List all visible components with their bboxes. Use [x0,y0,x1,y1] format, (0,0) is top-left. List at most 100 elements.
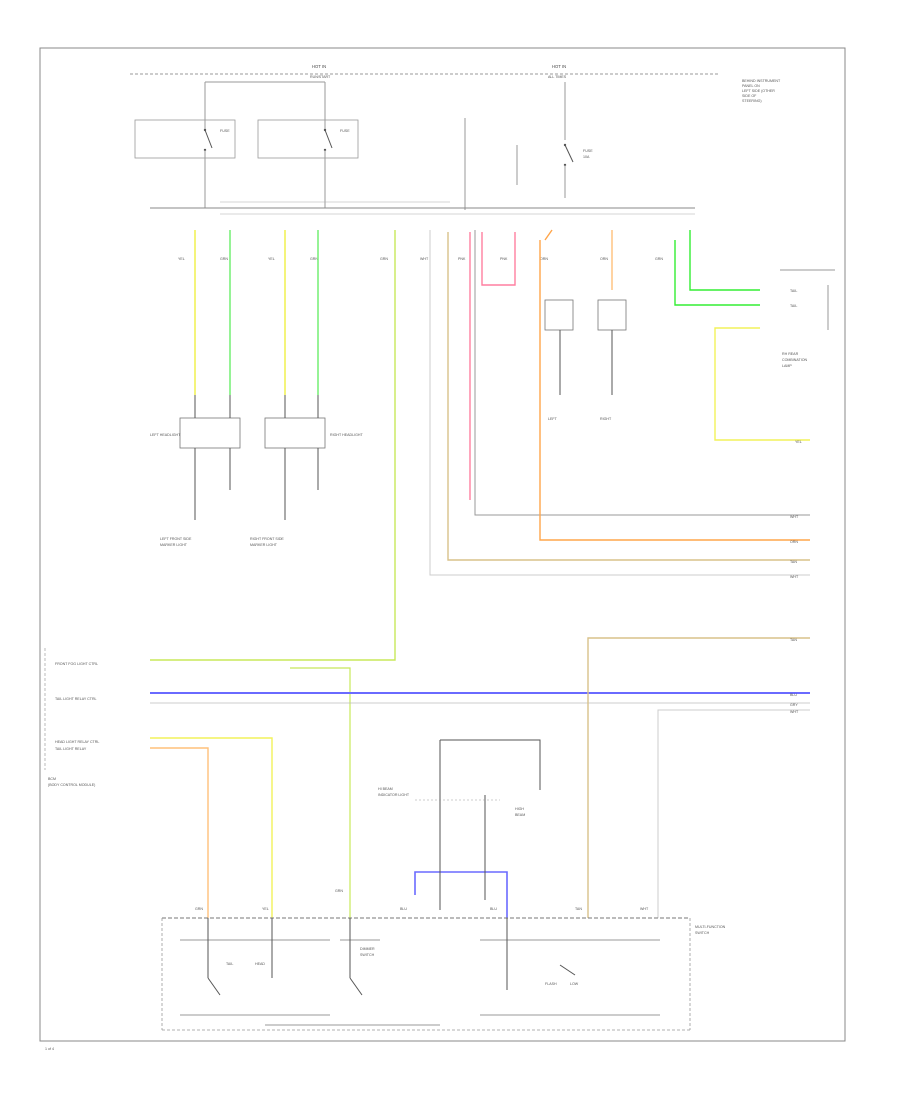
fuse-block-center: FUSE 10A [464,82,593,210]
svg-text:FUSE: FUSE [583,149,593,153]
svg-text:TAIL: TAIL [790,304,797,308]
headlight-relay-left: LEFT HEADLIGHT LEFT FRONT SIDE MARKER LI… [150,395,241,547]
svg-text:TAN: TAN [790,638,797,642]
wire-yellow-bcm [150,737,273,918]
svg-text:YEL: YEL [268,257,275,261]
label-run-start: RUN/START [310,75,331,79]
svg-text:LOW: LOW [570,982,579,986]
label-hot-in-left: HOT IN [312,64,326,69]
svg-text:TAN: TAN [575,907,582,911]
hi-beam-indicator: HI BEAM INDICATOR LIGHT HIGH BEAM [378,739,541,910]
svg-text:BLU: BLU [790,693,797,697]
wire-orange-bcm [150,747,209,918]
svg-text:WHT: WHT [790,575,799,579]
svg-text:WHT: WHT [420,257,429,261]
svg-text:SWITCH: SWITCH [360,953,375,957]
svg-text:GRN: GRN [195,907,203,911]
side-marker-lamps-right: LEFT RIGHT [544,299,627,421]
svg-text:FUSE: FUSE [220,129,230,133]
svg-text:LEFT FRONT SIDE: LEFT FRONT SIDE [160,537,192,541]
svg-text:LEFT HEADLIGHT: LEFT HEADLIGHT [150,433,181,437]
svg-text:YEL: YEL [262,907,269,911]
svg-text:BEHIND INSTRUMENT: BEHIND INSTRUMENT [742,79,781,83]
svg-text:YEL: YEL [795,440,802,444]
svg-text:TAIL LIGHT RELAY: TAIL LIGHT RELAY [55,747,87,751]
wire-yellow-green [150,230,396,661]
svg-text:FRONT FOG LIGHT CTRL: FRONT FOG LIGHT CTRL [55,662,98,666]
svg-text:SWITCH: SWITCH [695,931,710,935]
wire-orange-1 [539,240,810,541]
svg-text:LAMP: LAMP [782,364,792,368]
svg-text:HI BEAM: HI BEAM [378,787,393,791]
label-all-times: ALL TIMES [548,75,567,79]
svg-text:HIGH: HIGH [515,807,524,811]
svg-text:GRN: GRN [655,257,663,261]
svg-text:RH REAR: RH REAR [782,352,799,356]
wire-yellow-right [714,327,810,441]
diagram-frame [39,47,846,1042]
svg-text:MARKER LIGHT: MARKER LIGHT [250,543,278,547]
svg-text:TAN: TAN [790,560,797,564]
svg-text:FUSE: FUSE [340,129,350,133]
svg-text:10A: 10A [583,155,590,159]
svg-text:MARKER LIGHT: MARKER LIGHT [160,543,188,547]
svg-text:LEFT: LEFT [548,417,558,421]
svg-text:SIDE OF: SIDE OF [742,94,757,98]
svg-text:WHT: WHT [790,710,799,714]
multi-function-switch: MULTI-FUNCTION SWITCH TAIL HEAD DIMMER S… [161,889,726,1031]
wire-yellow-green-2 [290,667,351,920]
svg-text:GRY: GRY [790,703,798,707]
svg-text:PNK: PNK [458,257,466,261]
wire-yellow-left [194,230,286,395]
headlight-relay-right: RIGHT HEADLIGHT RIGHT FRONT SIDE MARKER … [250,395,363,547]
wire-orange-2 [544,229,553,241]
svg-text:RIGHT FRONT SIDE: RIGHT FRONT SIDE [250,537,284,541]
wire-blue-2 [414,871,508,918]
svg-text:ORN: ORN [600,257,608,261]
svg-text:YEL: YEL [178,257,185,261]
wire-labels-row: YEL GRN YEL GRN GRN WHT PNK PNK ORN ORN … [178,257,663,261]
right-connectors: WHT ORN TAN WHT TAN BLU GRY WHT YEL [790,440,802,714]
svg-text:BLU: BLU [400,907,407,911]
svg-text:PNK: PNK [500,257,508,261]
svg-text:ORN: ORN [790,540,798,544]
svg-text:FLASH: FLASH [545,982,557,986]
svg-text:HEAD: HEAD [255,962,265,966]
svg-text:HEAD LIGHT RELAY CTRL: HEAD LIGHT RELAY CTRL [55,740,99,744]
note-top-right: BEHIND INSTRUMENT PANEL ON LEFT SIDE (OT… [742,79,781,103]
footer-label: 1 of 4 [45,1047,54,1051]
fuse-block-left: FUSE FUSE [134,81,359,208]
svg-text:BEAM: BEAM [515,813,525,817]
wire-white-1 [429,230,810,576]
svg-text:WHT: WHT [790,515,799,519]
svg-text:GRN: GRN [310,257,318,261]
wire-bright-green [674,230,760,306]
wire-tan [447,232,810,561]
svg-text:TAIL: TAIL [226,962,233,966]
label-hot-in-center: HOT IN [552,64,566,69]
svg-text:DIMMER: DIMMER [360,947,375,951]
svg-text:MULTI-FUNCTION: MULTI-FUNCTION [695,925,726,929]
svg-text:TAIL: TAIL [790,289,797,293]
svg-text:RIGHT: RIGHT [600,417,612,421]
svg-text:LEFT SIDE (OTHER: LEFT SIDE (OTHER [742,89,775,93]
wire-gray-3 [657,709,810,918]
wire-tan-right [587,637,810,918]
svg-text:STEERING): STEERING) [742,99,762,103]
bcm-module: FRONT FOG LIGHT CTRL TAIL LIGHT RELAY CT… [44,648,99,787]
svg-text:BLU: BLU [490,907,497,911]
svg-text:TAIL LIGHT RELAY CTRL: TAIL LIGHT RELAY CTRL [55,697,97,701]
rear-combination-lamp: TAIL TAIL RH REAR COMBINATION LAMP [780,269,835,368]
svg-text:(BODY CONTROL MODULE): (BODY CONTROL MODULE) [48,783,95,787]
svg-text:PANEL ON: PANEL ON [742,84,760,88]
svg-text:WHT: WHT [640,907,649,911]
svg-text:RIGHT HEADLIGHT: RIGHT HEADLIGHT [330,433,363,437]
svg-text:ORN: ORN [540,257,548,261]
wire-green-left [229,230,319,395]
svg-text:GRN: GRN [220,257,228,261]
wire-gray-1 [474,230,810,516]
svg-text:BCM: BCM [48,777,56,781]
svg-text:GRN: GRN [380,257,388,261]
